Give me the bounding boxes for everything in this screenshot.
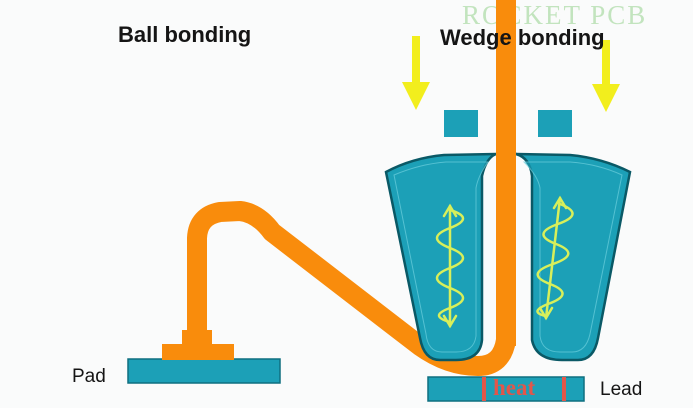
watermark: ROCKET PCB (462, 0, 648, 30)
bonding-wire-vertical (496, 0, 516, 346)
wedge-tool-left (384, 152, 497, 362)
heat-label: heat (493, 375, 536, 400)
down-arrow-icon (402, 36, 430, 110)
lead-label: Lead (600, 379, 643, 400)
bonding-wire (187, 0, 516, 376)
lead-block (427, 376, 585, 402)
left-clamp-block (444, 110, 478, 137)
wedge-tool-right (515, 152, 632, 362)
right-clamp-block (538, 110, 572, 137)
pad-label: Pad (72, 366, 106, 387)
vibration-spiral-icon (435, 203, 465, 329)
ball-bond-foot (162, 330, 234, 360)
wedge-bonding-title: Wedge bonding (440, 25, 605, 50)
vibration-spiral-icon (536, 195, 574, 321)
pad-block (127, 358, 281, 384)
ball-bonding-title: Ball bonding (118, 22, 252, 47)
down-arrow-icon (592, 40, 620, 112)
